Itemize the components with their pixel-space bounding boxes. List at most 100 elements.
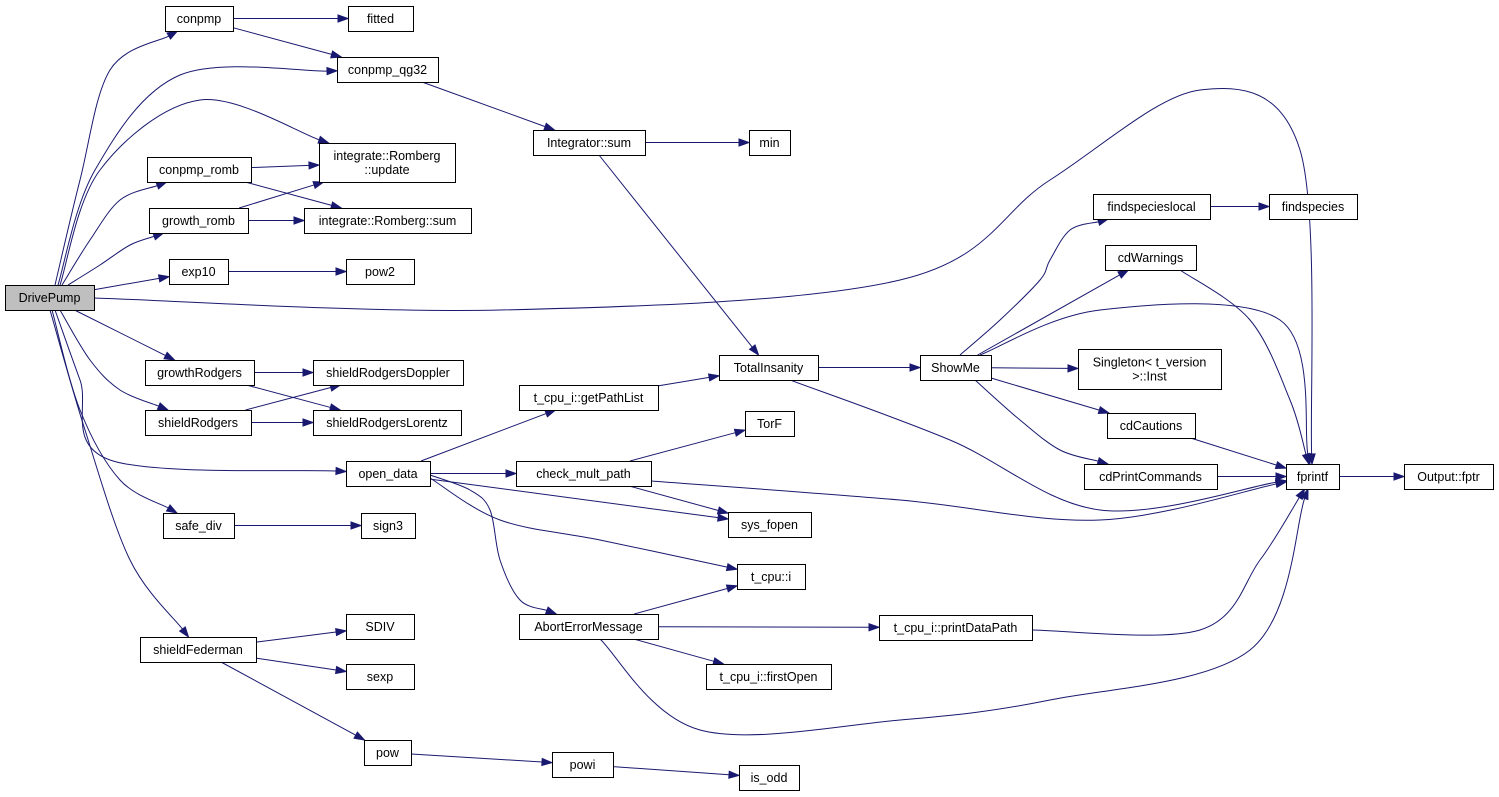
node-box[interactable] (361, 513, 416, 539)
node-sys_fopen[interactable]: sys_fopen (728, 512, 812, 538)
node-fprintf[interactable]: fprintf (1286, 464, 1340, 490)
node-check_mult_path[interactable]: check_mult_path (516, 461, 652, 487)
node-is_odd[interactable]: is_odd (739, 765, 800, 791)
node-open_data[interactable]: open_data (346, 461, 431, 487)
node-AbortErrorMessage[interactable]: AbortErrorMessage (519, 614, 659, 640)
node-label: sys_fopen (741, 518, 798, 532)
node-TotalInsanity[interactable]: TotalInsanity (719, 355, 819, 381)
edge-ShowMe-to-Singleton_Inst (990, 364, 1080, 373)
node-box[interactable] (1084, 464, 1218, 490)
node-box[interactable] (145, 410, 252, 436)
node-box[interactable] (5, 285, 95, 311)
node-box[interactable] (313, 360, 464, 386)
edge-line (245, 387, 331, 411)
node-growthRodgers[interactable]: growthRodgers (145, 360, 255, 386)
node-Singleton_Inst[interactable]: Singleton< t_version>::Inst (1078, 349, 1222, 390)
node-box[interactable] (728, 512, 812, 538)
node-box[interactable] (739, 765, 800, 791)
node-integrate_Romberg_update[interactable]: integrate::Romberg::update (319, 143, 456, 183)
node-powi[interactable]: powi (552, 752, 614, 778)
node-sign3[interactable]: sign3 (361, 513, 416, 539)
node-shieldFederman[interactable]: shieldFederman (140, 637, 257, 663)
node-box[interactable] (140, 637, 257, 663)
node-ShowMe[interactable]: ShowMe (920, 355, 992, 381)
node-label: integrate::Romberg::sum (319, 214, 457, 228)
node-box[interactable] (149, 208, 249, 234)
node-Integrator_sum[interactable]: Integrator::sum (533, 130, 646, 156)
node-box[interactable] (1269, 194, 1358, 220)
node-box[interactable] (346, 461, 431, 487)
node-box[interactable] (1078, 349, 1222, 390)
node-fitted[interactable]: fitted (348, 6, 414, 32)
node-growth_romb[interactable]: growth_romb (149, 208, 249, 234)
node-shieldRodgersLorentz[interactable]: shieldRodgersLorentz (313, 410, 462, 436)
node-box[interactable] (533, 130, 646, 156)
node-box[interactable] (313, 410, 462, 436)
node-box[interactable] (719, 355, 819, 381)
node-box[interactable] (147, 157, 252, 183)
node-sexp[interactable]: sexp (346, 664, 415, 690)
node-box[interactable] (145, 360, 255, 386)
node-t_cpu_i_getPathList[interactable]: t_cpu_i::getPathList (519, 385, 659, 411)
node-pow2[interactable]: pow2 (346, 259, 415, 285)
node-box[interactable] (1093, 194, 1211, 220)
node-conpmp_romb[interactable]: conpmp_romb (147, 157, 252, 183)
node-label: growth_romb (162, 214, 235, 228)
node-label: cdCautions (1120, 419, 1183, 433)
node-box[interactable] (920, 355, 992, 381)
node-cdPrintCommands[interactable]: cdPrintCommands (1084, 464, 1218, 490)
node-safe_div[interactable]: safe_div (163, 513, 235, 539)
node-box[interactable] (737, 564, 806, 590)
node-box[interactable] (348, 6, 414, 32)
node-shieldRodgers[interactable]: shieldRodgers (145, 410, 252, 436)
node-box[interactable] (749, 130, 791, 156)
node-findspecieslocal[interactable]: findspecieslocal (1093, 194, 1211, 220)
edge-TotalInsanity-to-fprintf (789, 379, 1288, 512)
node-box[interactable] (1286, 464, 1340, 490)
node-box[interactable] (1107, 413, 1196, 439)
node-box[interactable] (304, 208, 472, 234)
node-box[interactable] (706, 664, 832, 690)
node-box[interactable] (346, 664, 415, 690)
edge-open_data-to-sys_fopen (429, 478, 730, 522)
node-pow[interactable]: pow (364, 740, 412, 766)
node-shieldRodgersDoppler[interactable]: shieldRodgersDoppler (313, 360, 464, 386)
node-TorF[interactable]: TorF (745, 411, 795, 437)
node-conpmp[interactable]: conpmp (165, 6, 234, 32)
node-min[interactable]: min (749, 130, 791, 156)
node-box[interactable] (364, 740, 412, 766)
node-box[interactable] (163, 513, 235, 539)
edge-shieldRodgers-to-shieldRodgersLorentz (251, 418, 315, 427)
node-exp10[interactable]: exp10 (169, 259, 229, 285)
node-box[interactable] (165, 6, 234, 32)
node-box[interactable] (879, 615, 1033, 641)
node-label: sign3 (373, 519, 403, 533)
node-cdCautions[interactable]: cdCautions (1107, 413, 1196, 439)
edge-line (979, 303, 1309, 455)
node-box[interactable] (552, 752, 614, 778)
node-box[interactable] (337, 57, 439, 83)
arrowhead (155, 181, 169, 190)
node-conpmp_qg32[interactable]: conpmp_qg32 (337, 57, 439, 83)
node-box[interactable] (519, 614, 659, 640)
node-SDIV[interactable]: SDIV (346, 614, 415, 640)
node-box[interactable] (1105, 245, 1197, 271)
edge-conpmp-to-conpmp_qg32 (232, 27, 343, 59)
node-DrivePump[interactable]: DrivePump (5, 285, 95, 311)
node-box[interactable] (346, 259, 415, 285)
node-t_cpu_i[interactable]: t_cpu::i (737, 564, 806, 590)
node-box[interactable] (745, 411, 795, 437)
node-t_cpu_i_firstOpen[interactable]: t_cpu_i::firstOpen (706, 664, 832, 690)
node-integrate_Romberg_sum[interactable]: integrate::Romberg::sum (304, 208, 472, 234)
node-findspecies[interactable]: findspecies (1269, 194, 1358, 220)
node-box[interactable] (346, 614, 415, 640)
node-Output_fptr[interactable]: Output::fptr (1404, 464, 1494, 490)
node-box[interactable] (1404, 464, 1494, 490)
node-box[interactable] (319, 143, 456, 183)
node-box[interactable] (516, 461, 652, 487)
node-t_cpu_i_printDataPath[interactable]: t_cpu_i::printDataPath (879, 615, 1033, 641)
node-box[interactable] (169, 259, 229, 285)
node-cdWarnings[interactable]: cdWarnings (1105, 245, 1197, 271)
node-box[interactable] (519, 385, 659, 411)
